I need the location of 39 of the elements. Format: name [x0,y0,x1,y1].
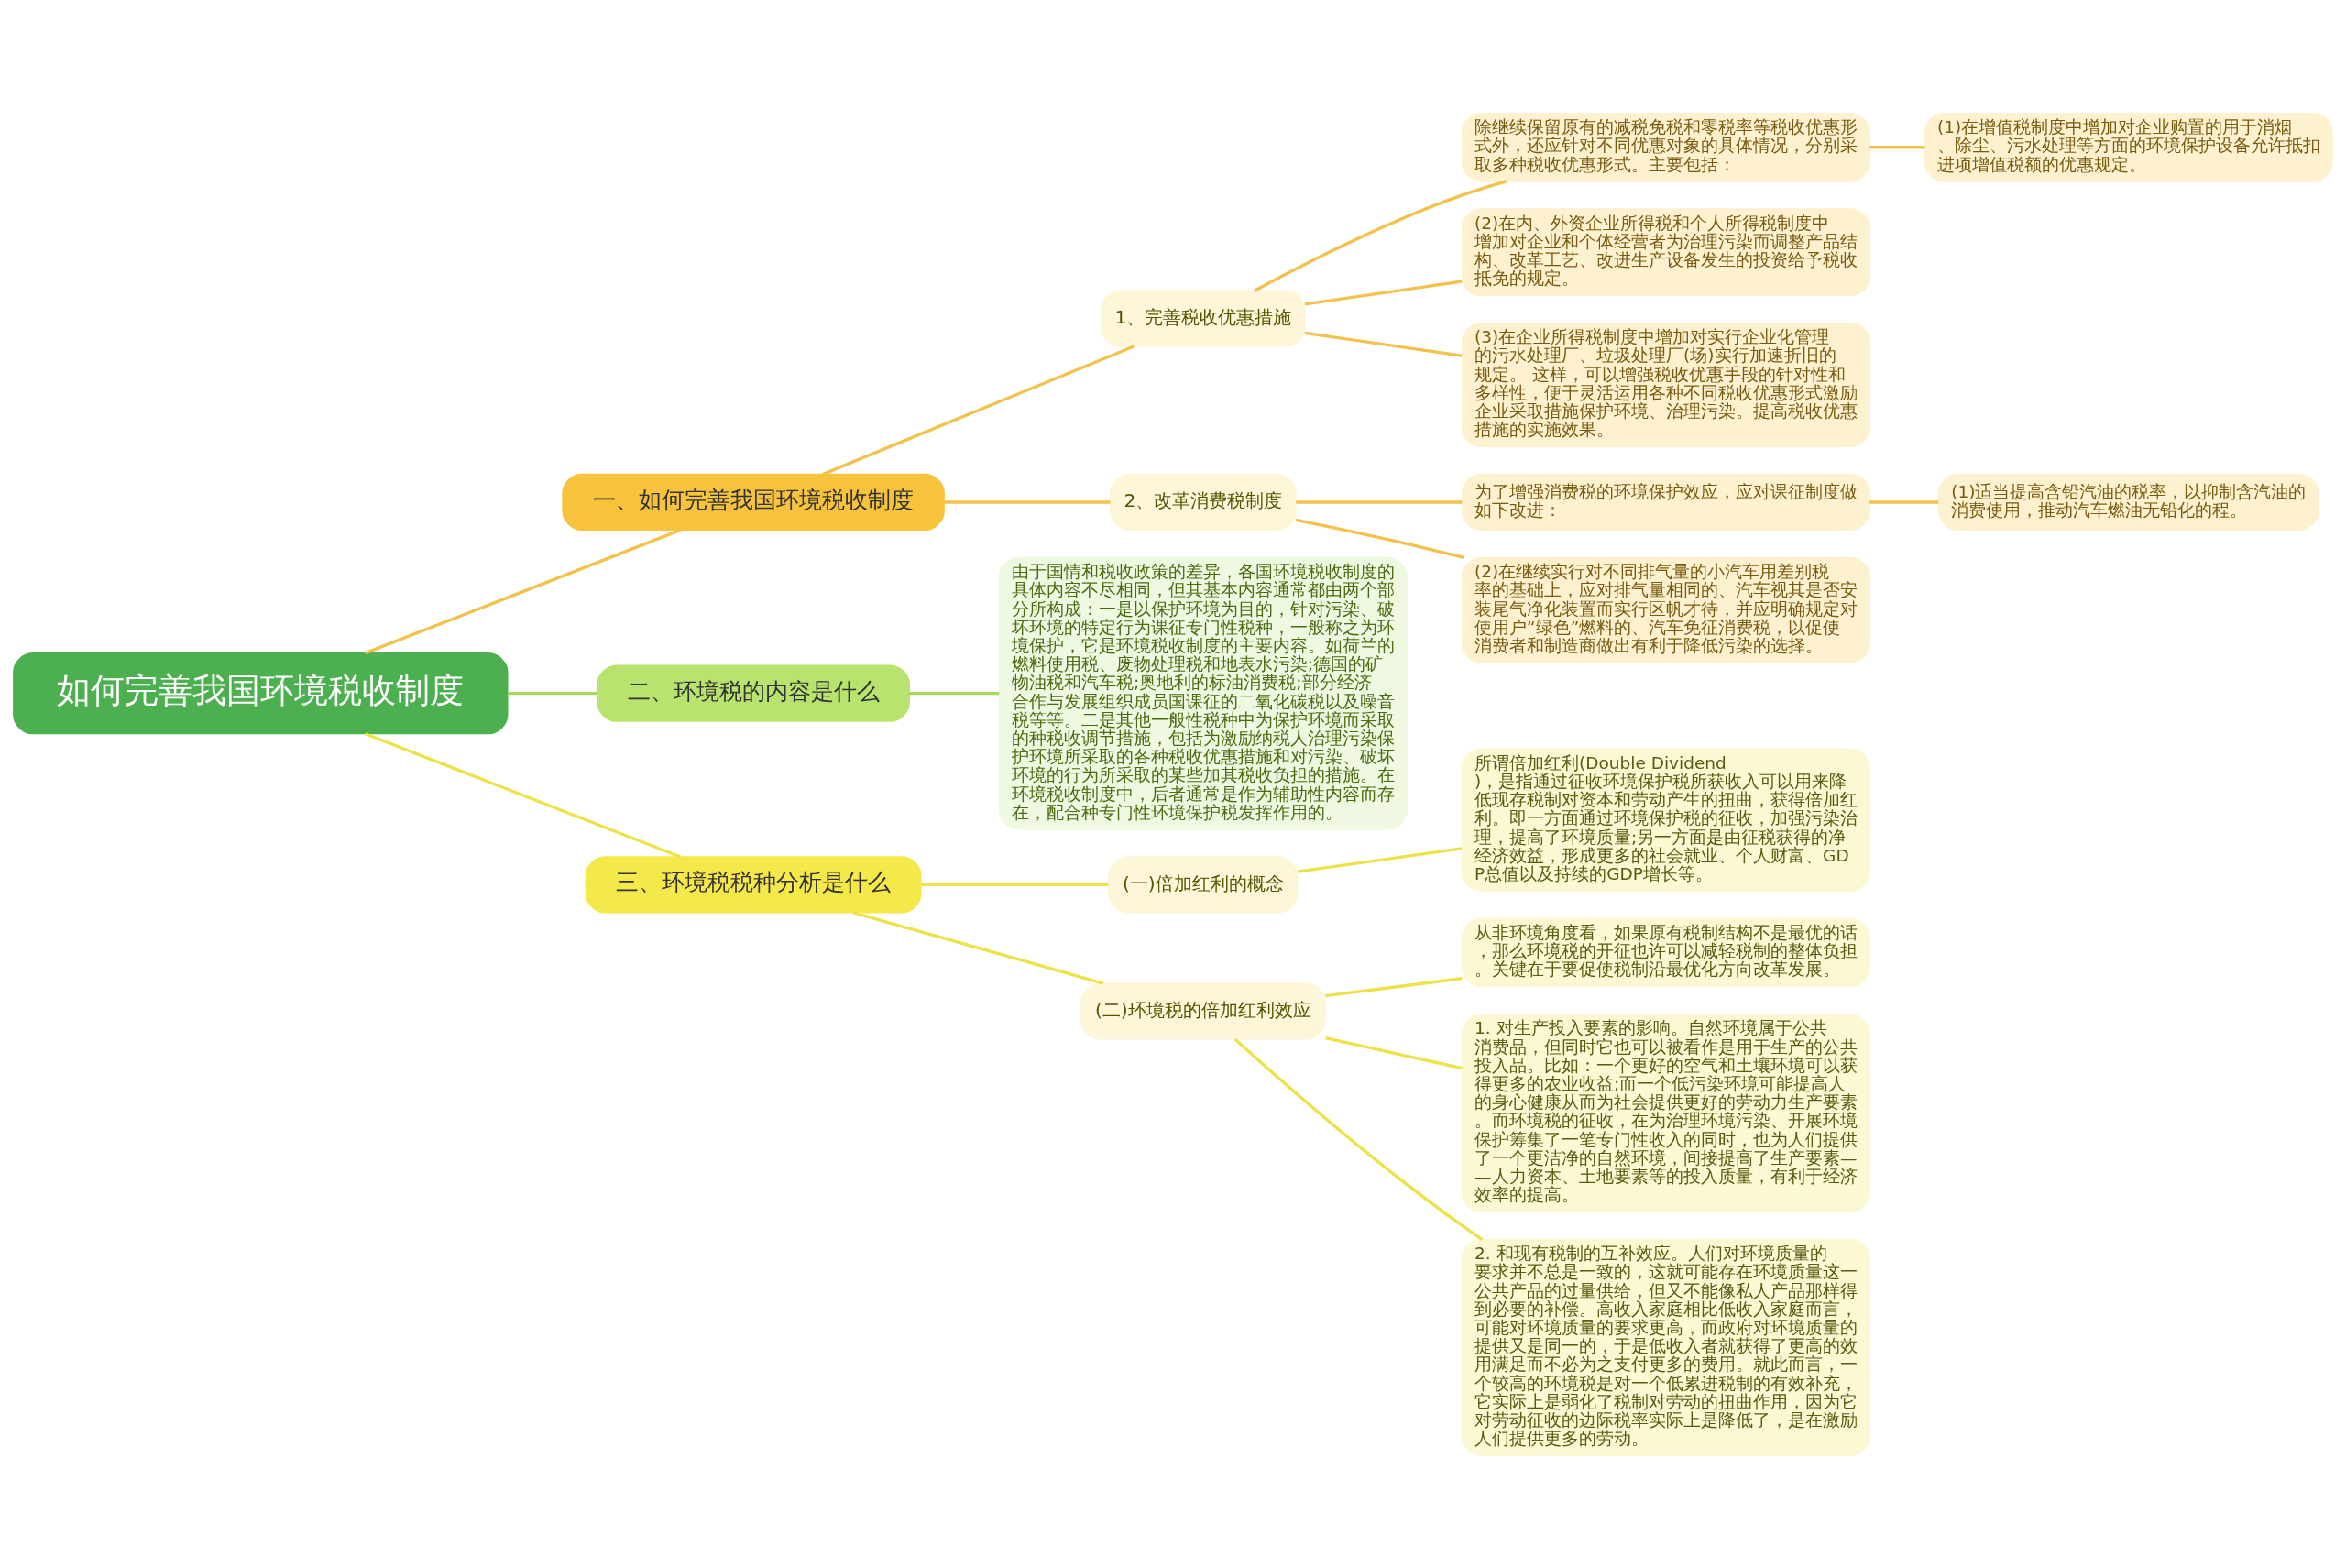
connector [1869,499,1939,504]
connector [1304,279,1463,305]
node-box: 如何完善我国环境税收制度 [13,652,509,734]
connector [944,499,1111,504]
connector [1295,518,1465,559]
node-box: 从非环境角度看，如果原有税制结构不是最优的话，那么环境税的开征也许可以减轻税制的整体负担。关键在于要促使税制沿最优化方向改革发展。 [1461,917,1870,987]
node-box: (3)在企业所得税制度中增加对实行企业化管理的污水处理厂、垃圾处理厂(场)实行加速折旧的规定。 这样，可以增强税收优惠手段的针对性和多样性，便于灵活运用各种不同税收优惠形式激励企业采取措施保护环境、治理污染。提高税收优惠措施的实施效果。 [1461,322,1870,447]
node-box: 三、环境税税种分析是什么 [585,855,922,914]
node-box: 2. 和现有税制的互补效应。人们对环境质量的要求并不总是一致的，这就可能存在环境质量这一公共产品的过量供给，但又不能像私人产品那样得到必要的补偿。高收入家庭相比低收入家庭而言，可能对环境质量的要求更高，而政府对环境质量的提供又是同一的，于是低收入者就获得了更高的效用满足而不必为之支付更多的费用。就此而言，一个较高的环境税是对一个低累进税制的有效补充，它实际上是弱化了税制对劳动的扭曲作用，因为它对劳动征收的边际税率实际上是降低了，是在激励人们提供更多的劳动。 [1461,1238,1870,1456]
node-box: 为了增强消费税的环境保护效应，应对课征制度做如下改进： [1461,473,1870,531]
connector [1254,179,1507,292]
connector [1233,1037,1484,1241]
node-box: 1、完善税收优惠措施 [1100,290,1306,347]
node-box: (1)在增值税制度中增加对企业购置的用于消烟、除尘、污水处理等方面的环境保护设备允许抵扣进项增值税额的优惠规定。 [1924,112,2333,182]
connector [909,691,1000,695]
connector [1324,1036,1463,1069]
node-box: 除继续保留原有的减税免税和零税率等税收优惠形式外，还应针对不同优惠对象的具体情况，分别采取多种税收优惠形式。主要包括： [1461,112,1870,182]
node-box: 二、环境税的内容是什么 [597,664,910,722]
node-box: (2)在内、外资企业所得税和个人所得税制度中增加对企业和个体经营者为治理污染而调整产品结构、改革工艺、改进生产设备发生的投资给予税收抵免的规定。 [1461,207,1870,296]
node-box: (2)在继续实行对不同排气量的小汽车用差别税率的基础上，应对排气量相同的、汽车视其是否安装尾气净化装置而实行区帆才待，并应明确规定对使用户“绿色”燃料的、汽车免征消费税，以促使消费者和制造商做出有利于降低污染的选择。 [1461,556,1870,663]
node-box: 一、如何完善我国环境税收制度 [562,473,945,531]
connector [1304,331,1463,357]
node-box: 1. 对生产投入要素的影响。自然环境属于公共消费品，但同时它也可以被看作是用于生产的公共投入品。比如：一个更好的空气和土壤环境可以获得更多的农业收益;而一个低污染环境可能提高人的身心健康从而为社会提供更好的劳动力生产要素。而环境税的征收，在为治理环境污染、开展环境保护筹集了一笔专门性收入的同时，也为人们提供了一个更洁净的自然环境，间接提高了生产要素——人力资本、土地要素等的投入质量，有利于经济效率的提高。 [1461,1013,1870,1212]
connector [921,883,1109,886]
node-box: 2、改革消费税制度 [1110,473,1297,531]
connector [852,910,1104,985]
node-box: (一)倍加红利的概念 [1108,855,1299,914]
connector [365,731,682,859]
connector [365,528,682,654]
connector [1297,846,1463,873]
connector [1325,976,1463,997]
connector [1296,499,1463,504]
node-box: (1)适当提高含铅汽油的税率，以抑制含汽油的消费使用，推动汽车燃油无铅化的程。 [1937,473,2319,531]
node-box: 所谓倍加红利(Double Dividend)，是指通过征收环境保护税所获收入可以用来降低现存税制对资本和劳动产生的扭曲，获得倍加红利。即一方面通过环境保护税的征收，加强污染治理，提高了环境质量;另一方面是由征税获得的净经济效益，形成更多的社会就业、个人财富、GDP总值以及持续的GDP增长等。 [1461,747,1870,892]
connector [822,344,1135,476]
connector [1869,145,1925,148]
node-box: 由于国情和税收政策的差异，各国环境税收制度的具体内容不尽相同，但其基本内容通常都由两个部分所构成：一是以保护环境为目的，针对污染、破坏环境的特定行为课征专门性税种，一般称之为环境保护，它是环境税收制度的主要内容。如荷兰的燃料使用税、废物处理税和地表水污染;德国的矿物油税和汽车税;奥地利的标油消费税;部分经济合作与发展组织成员国课征的二氧化碳税以及噪音税等等。二是其他一般性税种中为保护环境而采取的种税收调节措施，包括为激励纳税人治理污染保护环境所采取的各种税收优惠措施和对污染、破坏环境的行为所采取的某些加其税收负担的措施。在环境税收制度中，后者通常是作为辅助性内容而存在，配合种专门性环境保护税发挥作用的。 [998,556,1408,830]
connector [508,691,597,695]
node-box: (二)环境税的倍加红利效应 [1080,981,1326,1040]
